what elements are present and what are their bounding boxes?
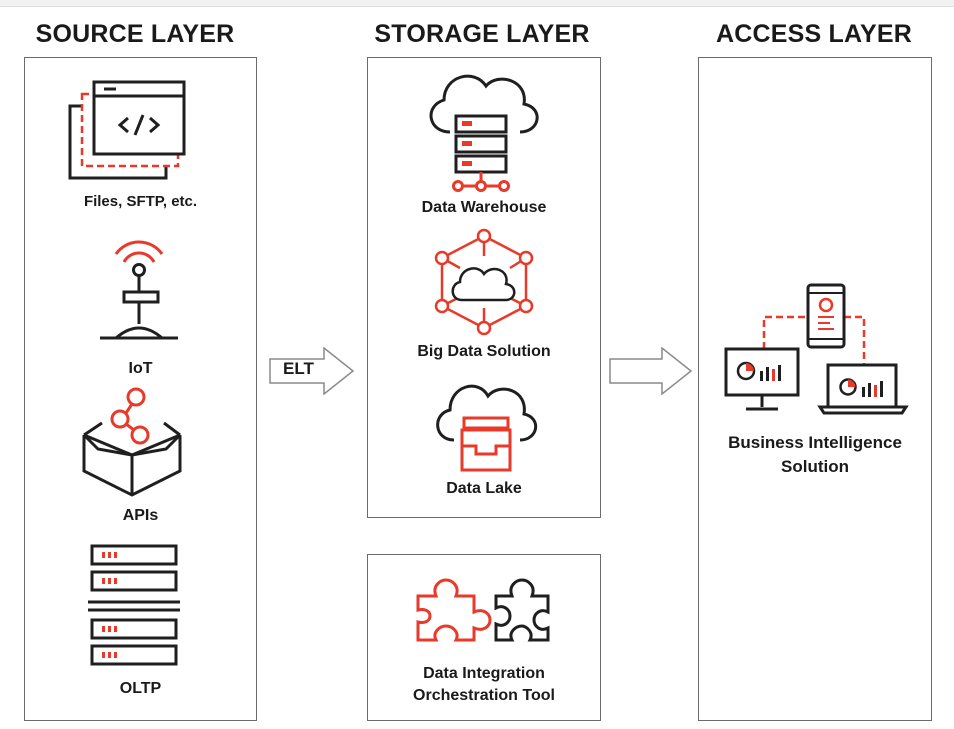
orchestration-tool-panel	[367, 554, 601, 721]
api-box-icon	[82, 387, 182, 497]
apis-label: APIs	[122, 507, 159, 524]
data-warehouse-cloud-server-icon	[429, 74, 539, 192]
oltp-label: OLTP	[119, 680, 162, 697]
data-lake-label: Data Lake	[446, 480, 522, 497]
code-window-icon	[68, 80, 186, 180]
big-data-network-cloud-icon	[434, 228, 534, 336]
orchestration-tool-label-line2: Orchestration Tool	[413, 687, 555, 704]
files-sftp-label: Files, SFTP, etc.	[83, 193, 198, 210]
data-warehouse-label: Data Warehouse	[421, 199, 547, 216]
data-lake-cloud-tray-icon	[436, 384, 537, 472]
iot-antenna-icon	[100, 240, 178, 340]
puzzle-pieces-icon	[416, 578, 550, 642]
elt-label: ELT	[283, 359, 314, 378]
big-data-solution-label: Big Data Solution	[417, 343, 551, 360]
iot-label: IoT	[128, 360, 153, 377]
bi-solution-label-line1: Business Intelligence	[728, 433, 902, 452]
storage-to-access-arrow	[609, 347, 693, 395]
access-layer-title: ACCESS LAYER	[716, 20, 912, 48]
bi-solution-label-line2: Solution	[781, 457, 849, 476]
storage-layer-title: STORAGE LAYER	[374, 20, 590, 48]
elt-arrow-shape	[269, 347, 355, 395]
orchestration-tool-label-line1: Data Integration	[423, 665, 545, 682]
top-rule	[0, 0, 954, 7]
source-layer-title: SOURCE LAYER	[35, 20, 235, 48]
bi-devices-icon	[724, 283, 909, 415]
oltp-server-icon	[88, 544, 180, 666]
